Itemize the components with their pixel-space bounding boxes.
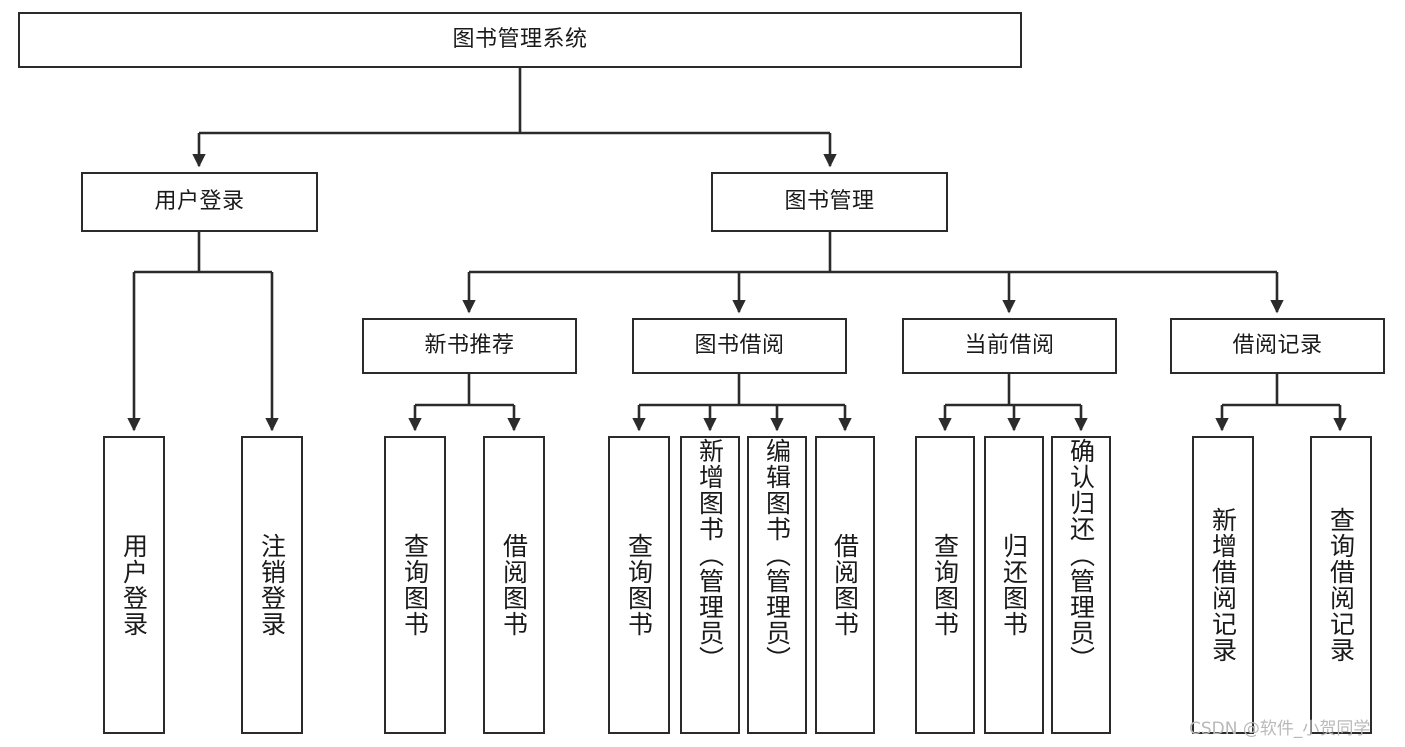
leaf-current-query-book[interactable]: 查询图书 — [915, 436, 975, 734]
node-label: 新增借阅记录 — [1208, 507, 1238, 663]
leaf-current-confirm-return-admin[interactable]: 确认归还（管理员） — [1051, 436, 1111, 734]
node-label: 归还图书 — [999, 533, 1029, 637]
leaf-record-add-borrow-record[interactable]: 新增借阅记录 — [1192, 436, 1254, 734]
leaf-borrow-borrow-book[interactable]: 借阅图书 — [815, 436, 875, 734]
node-label: 查询图书 — [624, 533, 654, 637]
node-root-system[interactable]: 图书管理系统 — [18, 12, 1022, 68]
leaf-borrow-edit-book-admin[interactable]: 编辑图书（管理员） — [747, 436, 807, 734]
node-current-borrow[interactable]: 当前借阅 — [902, 318, 1117, 374]
leaf-recommend-borrow-book[interactable]: 借阅图书 — [483, 436, 545, 734]
node-label: 用户登录 — [154, 189, 245, 214]
node-label: 图书管理 — [784, 189, 875, 214]
node-label: 编辑图书（管理员） — [762, 438, 792, 672]
node-label: 查询图书 — [930, 533, 960, 637]
leaf-user-logout[interactable]: 注销登录 — [241, 436, 303, 734]
node-user-login[interactable]: 用户登录 — [81, 172, 318, 232]
node-book-borrow[interactable]: 图书借阅 — [632, 318, 847, 374]
csdn-watermark: CSDN @软件_小贺同学 — [1189, 719, 1371, 739]
node-label: 新增图书（管理员） — [695, 438, 725, 672]
node-label: 当前借阅 — [964, 333, 1055, 358]
node-label: 注销登录 — [257, 533, 287, 637]
node-label: 借阅图书 — [499, 533, 529, 637]
leaf-recommend-query-book[interactable]: 查询图书 — [384, 436, 446, 734]
node-label: 借阅记录 — [1232, 333, 1323, 358]
node-label: 用户登录 — [119, 533, 149, 637]
node-new-book-recommend[interactable]: 新书推荐 — [362, 318, 577, 374]
node-label: 查询借阅记录 — [1326, 507, 1356, 663]
node-label: 新书推荐 — [424, 333, 515, 358]
node-label: 查询图书 — [400, 533, 430, 637]
node-label: 图书管理系统 — [452, 27, 588, 52]
leaf-record-query-borrow-record[interactable]: 查询借阅记录 — [1310, 436, 1372, 734]
node-label: 借阅图书 — [830, 533, 860, 637]
node-borrow-record[interactable]: 借阅记录 — [1170, 318, 1385, 374]
leaf-borrow-add-book-admin[interactable]: 新增图书（管理员） — [680, 436, 740, 734]
leaf-borrow-query-book[interactable]: 查询图书 — [608, 436, 670, 734]
node-label: 图书借阅 — [694, 333, 785, 358]
leaf-current-return-book[interactable]: 归还图书 — [984, 436, 1044, 734]
leaf-user-login[interactable]: 用户登录 — [103, 436, 165, 734]
node-label: 确认归还（管理员） — [1066, 438, 1096, 672]
node-book-management[interactable]: 图书管理 — [711, 172, 948, 232]
